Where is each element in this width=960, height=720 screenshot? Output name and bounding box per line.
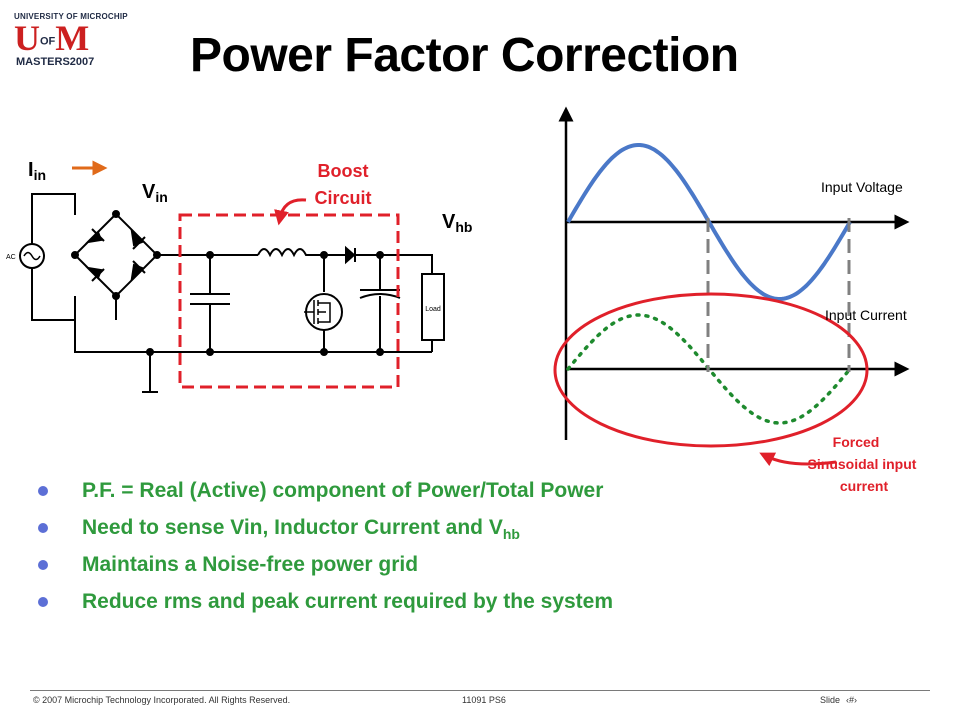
forced-label-3: current — [840, 478, 889, 494]
bullet-item: Reduce rms and peak current required by … — [30, 583, 613, 620]
circuit — [19, 160, 445, 393]
logo-university-text: UNIVERSITY OF MICROCHIP — [14, 12, 128, 21]
input-voltage-label: Input Voltage — [821, 179, 903, 195]
logo-u: U — [14, 18, 40, 58]
bullet-dot — [38, 486, 48, 496]
boost-circuit-label-2: Circuit — [314, 188, 371, 208]
bullet-item: Need to sense Vin, Inductor Current and … — [30, 509, 613, 546]
logo-m: M — [55, 18, 90, 58]
logo-of: OF — [40, 35, 56, 48]
slide-footer: © 2007 Microchip Technology Incorporated… — [0, 690, 960, 720]
bullet-dot — [38, 560, 48, 570]
input-capacitor — [190, 255, 230, 352]
footer-code: 11091 PS6 — [462, 695, 506, 705]
ac-label: AC — [6, 254, 16, 261]
boost-circuit-label-1: Boost — [318, 161, 369, 181]
bridge-rectifier — [73, 212, 159, 298]
load-label: Load — [425, 306, 441, 313]
footer-copyright: © 2007 Microchip Technology Incorporated… — [33, 695, 291, 705]
ground-symbol — [142, 352, 158, 393]
bullet-list: P.F. = Real (Active) component of Power/… — [30, 472, 613, 620]
slide-title: Power Factor Correction — [190, 29, 739, 82]
logo-masters-text: MASTERS2007 — [16, 56, 95, 68]
footer-slide-number: ‹#› — [846, 695, 857, 705]
iin-label: Iin — [28, 159, 46, 183]
vin-label: Vin — [142, 181, 168, 205]
bridge-diodes — [85, 228, 146, 282]
bullet-item: Maintains a Noise-free power grid — [30, 546, 613, 583]
logo-uofm: UOFM — [14, 20, 89, 60]
boost-inductor — [257, 248, 340, 258]
university-logo: UNIVERSITY OF MICROCHIP UOFM MASTERS2007 — [14, 12, 128, 72]
forced-current-highlight — [553, 292, 869, 448]
output-capacitor — [359, 255, 401, 352]
bullet-dot — [38, 523, 48, 533]
waveform-plot — [553, 106, 910, 467]
footer-slide-label: Slide — [820, 695, 841, 705]
bullet-dot — [38, 597, 48, 607]
bullet-item: P.F. = Real (Active) component of Power/… — [30, 472, 613, 509]
forced-label-2: Sinusoidal input — [808, 456, 917, 472]
pfc-diagram: Iin Vin Vhb Boost Circuit AC Load Input … — [6, 106, 917, 494]
vhb-label: Vhb — [442, 211, 472, 235]
forced-label-1: Forced — [833, 434, 880, 450]
boost-circuit-box — [178, 213, 400, 389]
footer-divider — [30, 690, 930, 691]
input-current-label: Input Current — [825, 307, 907, 323]
